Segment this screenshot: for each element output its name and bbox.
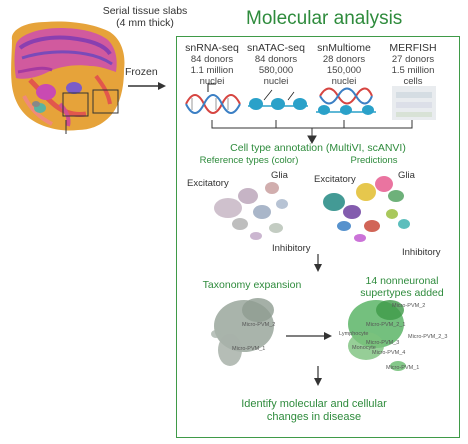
supertypes-line2: supertypes added — [360, 287, 444, 299]
assay-donors: 84 donors — [254, 54, 298, 65]
cluster-label: Micro-PVM_2 — [392, 303, 426, 309]
assay-unit: nuclei — [263, 76, 289, 87]
assay-snatacseq: snATAC-seq 84 donors 580,000 nuclei — [243, 42, 309, 88]
glia-label-left: Glia — [271, 170, 288, 181]
assay-name: snATAC-seq — [247, 42, 305, 54]
cluster-label: Micro-PVM_2_3 — [408, 334, 448, 340]
assay-count: 150,000 — [326, 65, 362, 76]
assay-unit: nuclei — [199, 76, 225, 87]
inhibitory-label-left: Inhibitory — [272, 243, 311, 254]
reference-types-label: Reference types (color) — [199, 155, 299, 166]
slabs-label: Serial tissue slabs (4 mm thick) — [100, 5, 190, 29]
assay-unit: nuclei — [331, 76, 357, 87]
slabs-line1: Serial tissue slabs — [102, 5, 188, 17]
cluster-label: Micro-PVM_3 — [366, 340, 400, 346]
conclusion-text: Identify molecular and cellular changes … — [214, 398, 414, 424]
glia-label-right: Glia — [398, 170, 415, 181]
assay-name: MERFISH — [389, 42, 437, 54]
assay-count: 580,000 — [258, 65, 294, 76]
assay-name: snRNA-seq — [185, 42, 239, 54]
conclusion-line1: Identify molecular and cellular — [241, 398, 387, 410]
conclusion-line2: changes in disease — [266, 411, 362, 423]
cluster-label: Micro-PVM_1 — [386, 365, 420, 371]
cluster-label: Lymphocyte — [339, 331, 369, 337]
assay-donors: 28 donors — [322, 54, 366, 65]
cluster-label: Micro-PVM_4 — [372, 350, 406, 356]
frozen-label: Frozen — [125, 66, 158, 78]
supertypes-title: 14 nonneuronal supertypes added — [348, 275, 456, 299]
assay-donors: 27 donors — [391, 54, 435, 65]
predictions-label: Predictions — [350, 155, 398, 166]
slabs-line2: (4 mm thick) — [116, 17, 174, 29]
assay-snmultiome: snMultiome 28 donors 150,000 nuclei — [312, 42, 376, 88]
inhibitory-label-right: Inhibitory — [402, 247, 441, 258]
excitatory-label-right: Excitatory — [314, 174, 356, 185]
cluster-label: Monocyte — [352, 345, 376, 351]
molecular-analysis-panel — [176, 36, 460, 438]
assay-donors: 84 donors — [190, 54, 234, 65]
excitatory-label-left: Excitatory — [187, 178, 229, 189]
assay-unit: cells — [403, 76, 423, 87]
assay-name: snMultiome — [317, 42, 371, 54]
assay-count: 1.1 million — [190, 65, 234, 76]
assay-count: 1.5 million — [391, 65, 435, 76]
cluster-label: Micro-PVM_1 — [232, 346, 266, 352]
cluster-label: Micro-PVM_2_1 — [366, 322, 406, 328]
supertypes-line1: 14 nonneuronal — [365, 275, 439, 287]
molecular-analysis-title: Molecular analysis — [246, 8, 403, 29]
taxonomy-expansion-title: Taxonomy expansion — [202, 279, 302, 291]
annotation-title: Cell type annotation (MultiVI, scANVI) — [230, 142, 406, 154]
assay-merfish: MERFISH 27 donors 1.5 million cells — [382, 42, 444, 88]
cluster-label: Micro-PVM_2 — [242, 322, 276, 328]
assay-snrnaseq: snRNA-seq 84 donors 1.1 million nuclei — [182, 42, 242, 88]
